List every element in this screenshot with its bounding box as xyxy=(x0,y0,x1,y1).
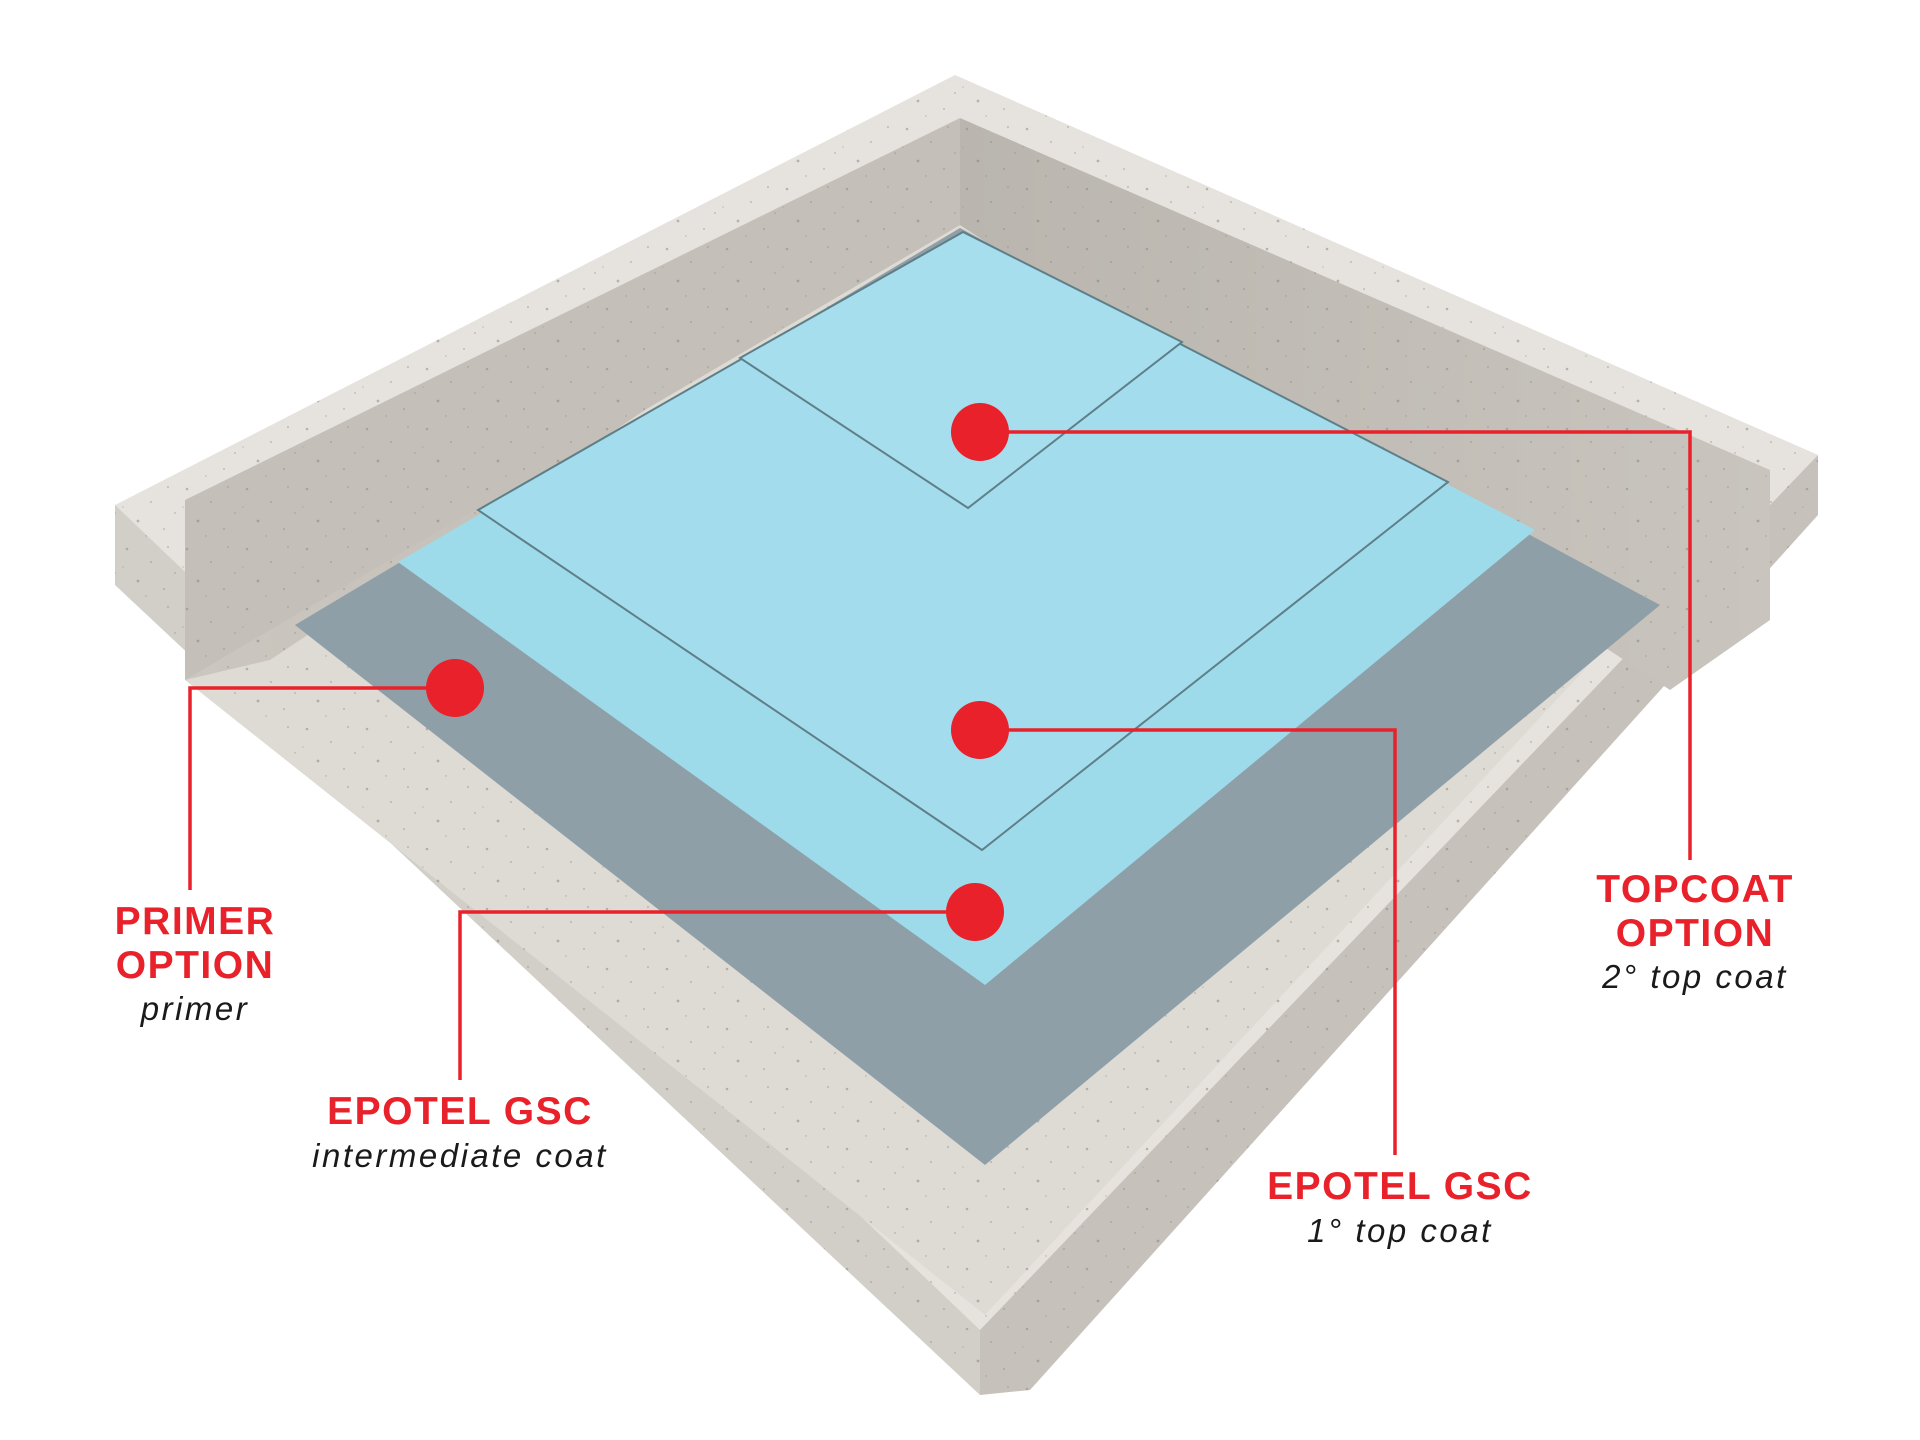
top-coat-2-layer xyxy=(738,230,1184,510)
marker-topcoat1 xyxy=(951,701,1009,759)
leader-line-topcoat1 xyxy=(980,728,1397,1155)
marker-dots xyxy=(426,403,1009,941)
marker-topcoat2 xyxy=(951,403,1009,461)
primer-title-line-1: PRIMER xyxy=(114,900,276,943)
marker-intermediate xyxy=(946,883,1004,941)
topcoat2-subtitle: 2° top coat xyxy=(1602,958,1788,996)
label-top-coat-1: EPOTEL GSC 1° top coat xyxy=(1240,1165,1560,1250)
label-topcoat-option: TOPCOAT OPTION 2° top coat xyxy=(1570,868,1820,996)
topcoat2-title-line-1: TOPCOAT xyxy=(1596,868,1794,911)
label-intermediate-coat: EPOTEL GSC intermediate coat xyxy=(285,1090,635,1175)
leader-lines xyxy=(188,430,1692,1155)
primer-title-line-2: OPTION xyxy=(115,943,275,987)
intermediate-subtitle: intermediate coat xyxy=(312,1136,608,1174)
leader-line-primer xyxy=(188,686,455,890)
label-primer-option: PRIMER OPTION primer xyxy=(80,900,310,1028)
marker-primer xyxy=(426,659,484,717)
intermediate-title: EPOTEL GSC xyxy=(327,1090,593,1133)
leader-line-intermediate xyxy=(458,910,975,1080)
topcoat2-title-line-2: OPTION xyxy=(1615,911,1775,955)
leader-line-topcoat2 xyxy=(980,430,1692,860)
primer-subtitle: primer xyxy=(140,990,250,1028)
topcoat1-subtitle: 1° top coat xyxy=(1307,1211,1493,1249)
coating-layers xyxy=(295,228,1660,1165)
topcoat1-title: EPOTEL GSC xyxy=(1267,1165,1533,1208)
